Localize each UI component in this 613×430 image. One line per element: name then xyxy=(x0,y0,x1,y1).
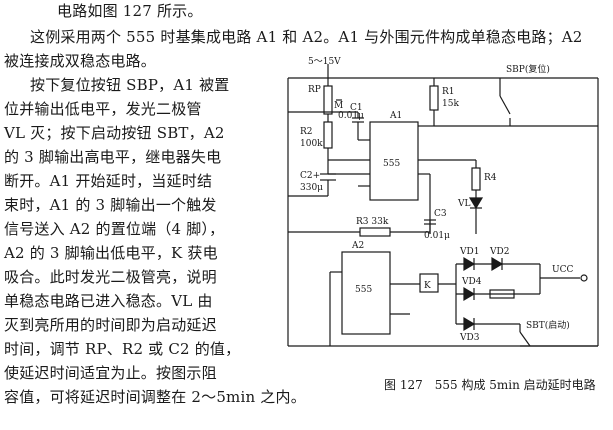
text-line-7: 的 3 脚输出高电平，继电器失电 xyxy=(4,148,222,166)
vd1-label: VD1 xyxy=(459,247,479,257)
text-line-10: 信号送入 A2 的置位端（4 脚）， xyxy=(4,220,225,238)
text-line-5: 位并输出低电平，发光二极管 xyxy=(4,100,202,118)
figure-caption: 图 127 555 构成 5min 启动延时电路 xyxy=(384,378,596,392)
text-line-9: 束时，A1 的 3 脚输出一个触发 xyxy=(4,196,217,214)
r2-label: R2 xyxy=(300,127,313,137)
supply-label: 5～15V xyxy=(308,57,341,67)
text-line-13: 单稳态电路已进入稳态。VL 由 xyxy=(4,292,213,310)
r1-resistor xyxy=(429,85,439,111)
r1-value: 15k xyxy=(442,99,459,109)
rp-label: RP xyxy=(308,85,321,95)
text-line-12: 吸合。此时发光二极管亮，说明 xyxy=(4,268,217,286)
r3-label: R3 33k xyxy=(356,217,389,227)
c2-value: 330μ xyxy=(300,183,323,193)
vcc-label: UCC xyxy=(552,265,573,275)
sbp-label: SBP(复位) xyxy=(506,63,550,75)
text-line-2: 这例采用两个 555 时基集成电路 A1 和 A2。A1 与外围元件构成单稳态电… xyxy=(30,28,583,46)
vd2-label: VD2 xyxy=(489,247,509,257)
r2-value: 100k xyxy=(300,139,323,149)
vd4-label: VD4 xyxy=(461,277,482,287)
text-line-4: 按下复位按钮 SBP，A1 被置 xyxy=(30,76,230,94)
text-line-8: 断开。A1 开始延时，当延时结 xyxy=(4,172,213,190)
r3-resistor xyxy=(359,227,391,237)
c1-value: 0.01μ xyxy=(338,111,364,121)
text-line-14: 灭到亮所用的时间即为启动延迟 xyxy=(4,316,217,334)
a1-chip-label: 555 xyxy=(383,159,400,169)
text-line-6: VL 灭；按下启动按钮 SBT，A2 xyxy=(4,124,225,142)
r4-resistor xyxy=(471,167,481,191)
a2-label: A2 xyxy=(351,241,364,251)
text-line-15: 时间，调节 RP、R2 或 C2 的值， xyxy=(4,340,241,358)
c2-label: C2+ xyxy=(300,171,320,181)
r4-label: R4 xyxy=(484,173,497,183)
text-line-3: 被连接成双稳态电路。 xyxy=(4,52,157,70)
text-line-17: 容值，可将延迟时间调整在 2～5min 之内。 xyxy=(4,388,306,406)
relay-k xyxy=(419,273,439,293)
a2-chip xyxy=(341,251,391,335)
c1-label: C1 xyxy=(350,103,363,113)
c3-value: 0.01μ xyxy=(424,231,450,241)
vl-label: VL xyxy=(457,199,470,209)
a1-chip xyxy=(369,121,419,201)
text-line-1: 电路如图 127 所示。 xyxy=(57,2,203,20)
vd3-label: VD3 xyxy=(459,333,480,343)
a1-label: A1 xyxy=(389,111,402,121)
circuit-diagram: 5～15V RP M R1 15k C1 0.01μ A1 R2 100k C2… xyxy=(287,57,599,347)
r1-label: R1 xyxy=(442,87,455,97)
c3-label: C3 xyxy=(434,209,447,219)
text-line-11: A2 的 3 脚输出低电平，K 获电 xyxy=(4,244,218,262)
k-label: K xyxy=(424,281,431,291)
text-line-16: 使延迟时间适宜为止。按图示阻 xyxy=(4,364,217,382)
m-label: M xyxy=(334,101,343,111)
r2-resistor xyxy=(323,121,333,149)
sbt-label: SBT(启动) xyxy=(526,319,570,331)
rp-resistor xyxy=(323,85,333,115)
a2-chip-label: 555 xyxy=(355,285,372,295)
